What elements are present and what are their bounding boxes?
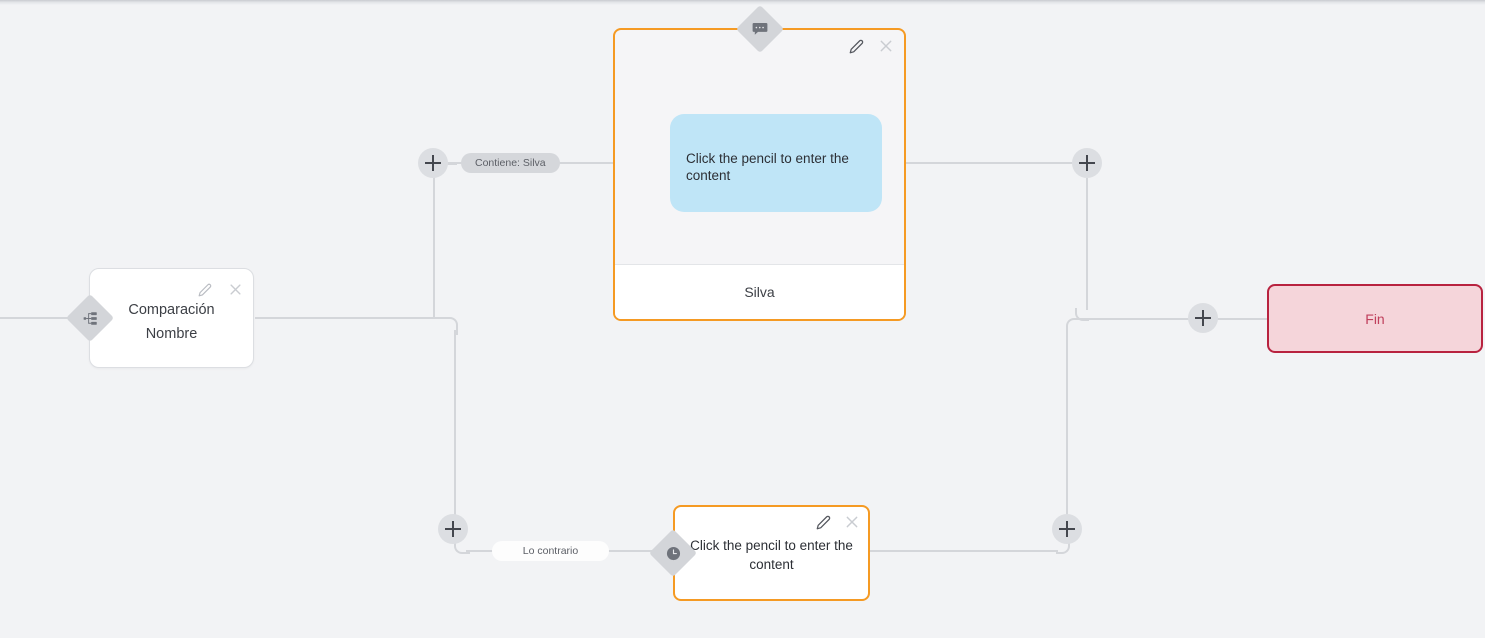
edge-bottom-merge-vertical [1066,330,1068,542]
node-end-label: Fin [1365,310,1385,327]
edge-corner-bottom-merge-top [1066,318,1082,334]
edge-corner-down-bottom [454,540,470,554]
edge-corner-down-branch [444,317,458,335]
edge-down-branch-vertical [454,330,456,530]
node-message-top-actions [849,38,894,54]
pencil-icon[interactable] [849,39,864,54]
edge-compare-out [255,317,445,319]
edge-topnode-out [906,162,1082,164]
edge-label-contains-silva: Contiene: Silva [461,153,560,173]
edge-top-merge-vertical [1086,178,1088,310]
pencil-icon[interactable] [198,283,212,297]
node-message-top[interactable]: Click the pencil to enter the content Si… [613,28,906,321]
edge-label-otherwise: Lo contrario [492,541,609,561]
add-node-before-end-button[interactable] [1188,303,1218,333]
add-node-top-merge-button[interactable] [1072,148,1102,178]
sitemap-icon [83,311,98,326]
node-comparison[interactable]: Comparación Nombre [89,268,254,368]
clock-icon-wrap [656,536,690,570]
node-message-bottom[interactable]: Click the pencil to enter the content [673,505,870,601]
speech-bubble-icon-wrap [743,12,777,46]
edge-corner-top-merge [1075,308,1089,321]
clock-icon [666,546,681,561]
node-message-bottom-actions [816,514,860,530]
close-icon[interactable] [844,514,860,530]
window-top-edge [0,0,1485,5]
node-end[interactable]: Fin [1267,284,1483,353]
node-message-top-footer-label: Silva [744,284,775,300]
node-message-top-bubble[interactable]: Click the pencil to enter the content [670,114,882,212]
add-node-bottom-branch-button[interactable] [438,514,468,544]
edge-merge-to-end [1080,318,1267,320]
edge-corner-up-branch [433,163,457,319]
comparison-title-line2: Nombre [145,326,198,342]
close-icon[interactable] [228,282,243,297]
add-node-bottom-merge-button[interactable] [1052,514,1082,544]
close-icon[interactable] [878,38,894,54]
pencil-icon[interactable] [816,515,831,530]
add-node-top-branch-button[interactable] [418,148,448,178]
speech-bubble-icon [752,21,768,37]
node-message-bottom-text: Click the pencil to enter the content [690,538,853,572]
edge-incoming [0,317,74,319]
node-message-top-bubble-text: Click the pencil to enter the content [686,151,849,183]
comparison-title-line1: Comparación [128,302,215,318]
edge-bottomnode-out [870,550,1058,552]
edge-corner-bottom-merge [1056,540,1070,554]
sitemap-icon-wrap [73,301,107,335]
node-message-top-footer: Silva [615,264,904,319]
